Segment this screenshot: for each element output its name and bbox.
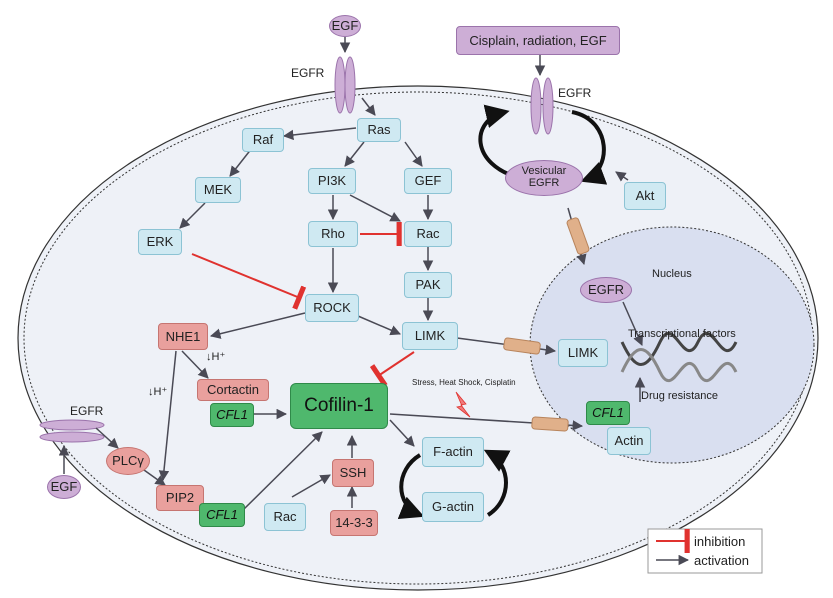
egfr-to-ras-arrow — [361, 97, 376, 116]
cofilin-to-factin-arrow — [389, 419, 415, 447]
actin-node: Actin — [607, 427, 651, 455]
raf-node: Raf — [242, 128, 284, 152]
pi3k-node: PI3K — [308, 168, 356, 194]
rock-to-limk-arrow — [357, 315, 401, 336]
rac-top-node: Rac — [404, 221, 452, 247]
akt-to-vesicular-arrow — [615, 171, 629, 182]
cfl1-node-a: CFL1 — [210, 403, 254, 427]
cortactin-node: Cortactin — [197, 379, 269, 401]
g-actin-node: G-actin — [422, 492, 484, 522]
rock-to-nhe1-arrow — [209, 312, 306, 339]
egf-left-node: EGF — [47, 475, 81, 499]
plcg-node: PLCγ — [106, 447, 150, 475]
limk-inhibits-cofilin — [369, 351, 415, 387]
legend — [647, 528, 763, 574]
egfr-to-tf-arrow — [622, 301, 643, 346]
plcg-to-pip2-arrow — [143, 469, 166, 486]
ras-node: Ras — [357, 118, 401, 142]
dna-icon — [620, 332, 738, 382]
nuclear-pore-egfr — [566, 217, 590, 255]
stress-label: Stress, Heat Shock, Cisplatin — [412, 378, 516, 387]
rac-bottom-node: Rac — [264, 503, 306, 531]
rho-node: Rho — [308, 221, 358, 247]
ras-to-pi3k-arrow — [344, 141, 365, 167]
pak-node: PAK — [404, 272, 452, 298]
gef-node: GEF — [404, 168, 452, 194]
14-3-3-node: 14-3-3 — [330, 510, 378, 536]
nhe1-to-cortactin-arrow — [181, 350, 209, 379]
egfr-left-label: EGFR — [70, 404, 104, 418]
egfr-right-label: EGFR — [558, 86, 592, 100]
cfl1-pip2-to-cofilin-arrow — [242, 431, 323, 511]
pip2-node: PIP2 — [156, 485, 204, 511]
mek-node: MEK — [195, 177, 241, 203]
egfr-receptor-right — [530, 77, 554, 135]
nuclear-pore-limk — [503, 337, 541, 355]
ras-to-gef-arrow — [404, 141, 423, 167]
gactin-to-factin-arrow — [483, 449, 511, 517]
egfr-nuclear-node: EGFR — [580, 277, 632, 303]
legend-inhibition-label: inhibition — [694, 534, 746, 549]
legend-activation-label: activation — [694, 553, 749, 568]
erk-node: ERK — [138, 229, 182, 255]
rock-node: ROCK — [305, 294, 359, 322]
egfr-top-label: EGFR — [291, 66, 325, 80]
limk-node: LIMK — [402, 322, 458, 350]
recycling-arrow — [571, 110, 608, 185]
egfr-receptor-top — [334, 56, 356, 114]
cofilin-1-node: Cofilin-1 — [290, 383, 388, 429]
transcriptional-factors-label: Transcriptional factors — [628, 328, 736, 340]
rac-to-ssh-arrow — [291, 474, 331, 498]
vesicular-egfr-node: Vesicular EGFR — [505, 160, 583, 196]
pi3k-to-rac-arrow — [349, 194, 401, 222]
akt-node: Akt — [624, 182, 666, 210]
drug-resistance-label: Drug resistance — [641, 390, 719, 402]
nhe1-to-pip2-arrow — [158, 350, 177, 482]
ssh-node: SSH — [332, 459, 374, 487]
erk-inhibits-rock — [191, 253, 307, 310]
egf-top-node: EGF — [329, 15, 361, 37]
raf-to-mek-arrow — [229, 147, 253, 177]
nuclear-pore-cfl1 — [531, 416, 569, 432]
f-actin-node: F-actin — [422, 437, 484, 467]
nucleus-label: Nucleus — [652, 268, 692, 280]
cfl1-node-c: CFL1 — [586, 401, 630, 425]
egfr-to-plcg-arrow — [95, 427, 119, 449]
limk-nuclear-node: LIMK — [558, 339, 608, 367]
egfr-receptor-left — [39, 419, 105, 443]
cfl1-node-b: CFL1 — [199, 503, 245, 527]
h-plus-label-1: ↓H⁺ — [206, 351, 226, 363]
stress-lightning-icon — [455, 391, 471, 418]
nhe1-node: NHE1 — [158, 323, 208, 350]
factin-to-gactin-arrow — [397, 453, 425, 519]
ras-to-raf-arrow — [282, 127, 357, 141]
cisplain-radiation-egf-node: Cisplain, radiation, EGF — [456, 26, 620, 55]
mek-to-erk-arrow — [179, 202, 206, 229]
h-plus-label-2: ↓H⁺ — [148, 386, 168, 398]
